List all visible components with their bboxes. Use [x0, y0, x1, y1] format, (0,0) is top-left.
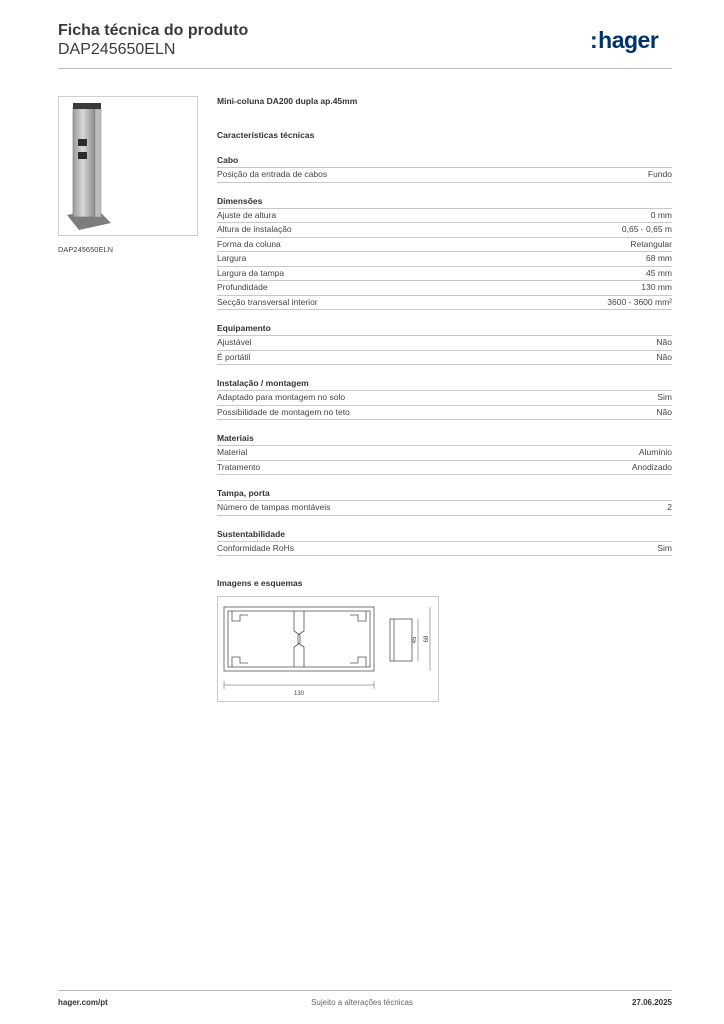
group-title: Equipamento — [217, 322, 672, 336]
document-header: Ficha técnica do produto DAP245650ELN — [58, 22, 248, 60]
spec-value: 2 — [667, 502, 672, 512]
spec-label: Possibilidade de montagem no teto — [217, 406, 350, 417]
spec-label: Ajustável — [217, 337, 252, 347]
spec-label: Conformidade RoHs — [217, 542, 295, 553]
footer-disclaimer: Sujeito a alterações técnicas — [311, 998, 413, 1007]
spec-value: 45 mm — [646, 267, 672, 278]
spec-value: 130 mm — [641, 282, 672, 292]
document-title: Ficha técnica do produto — [58, 22, 249, 39]
clip-br — [350, 656, 367, 667]
spec-row: Secção transversal interior 3600 - 3600 m… — [217, 296, 672, 310]
spec-label: Ajuste de altura — [217, 209, 277, 220]
spec-row: Número de tampas montáveis 2 — [217, 501, 672, 516]
product-name: Mini-coluna DA200 dupla ap.45mm — [217, 96, 358, 106]
spec-label: Profundidade — [217, 282, 268, 292]
product-code: DAP245650ELN — [58, 41, 176, 58]
profile-inner — [227, 610, 371, 668]
dim-label-cover: 45 — [412, 636, 418, 643]
group-materiais: Materiais Material Alumínio Tratamento Ano… — [217, 432, 672, 475]
dim-label-width: 68 — [424, 635, 430, 642]
spec-label: Adaptado para montagem no solo — [217, 392, 346, 402]
spec-label: Tratamento — [217, 461, 261, 472]
group-tampa-porta: Tampa, porta Número de tampas montáveis 2 — [217, 487, 672, 516]
spec-label: Largura — [217, 253, 247, 263]
spec-row: Ajuste de altura 0 mm — [217, 209, 672, 223]
spec-value: Não — [656, 351, 672, 362]
product-thumbnail — [58, 96, 198, 236]
spec-value: Não — [656, 406, 672, 417]
technical-drawing: 130 45 68 — [223, 606, 431, 697]
spec-row: Profundidade 130 mm — [217, 281, 672, 296]
spec-label: Posição da entrada de cabos — [217, 169, 328, 179]
spec-value: Sim — [657, 542, 672, 553]
spec-label: Material — [217, 447, 248, 457]
thumbnail-caption: DAP245650ELN — [58, 245, 114, 254]
spec-label: Altura de instalação — [217, 224, 292, 234]
spec-content: Mini-coluna DA200 dupla ap.45mm Caracter… — [217, 96, 672, 702]
hager-logo: :hager — [590, 27, 659, 54]
spec-value: Não — [656, 337, 672, 347]
group-dimensoes: Dimensões Ajuste de altura 0 mm Altura de… — [217, 195, 672, 310]
spec-value: Retangular — [630, 238, 672, 249]
center-divider — [293, 611, 301, 667]
spec-value: Anodizado — [631, 461, 672, 472]
group-title: Dimensões — [217, 195, 672, 209]
spec-row: Possibilidade de montagem no teto Não — [217, 406, 672, 420]
spec-row: Ajustável Não — [217, 336, 672, 351]
dim-label-depth: 130 — [294, 691, 305, 697]
spec-row: Tratamento Anodizado — [217, 461, 672, 475]
footer-website[interactable]: hager.com/pt — [58, 998, 108, 1007]
spec-value: 0 mm — [650, 209, 672, 220]
clip-bl — [231, 656, 248, 667]
spec-label: Secção transversal interior — [217, 296, 318, 307]
spec-row: Posição da entrada de cabos Fundo — [217, 168, 672, 183]
spec-row: Largura da tampa 45 mm — [217, 267, 672, 281]
spec-value: 3600 - 3600 mm² — [607, 296, 672, 307]
spec-value: Sim — [657, 392, 672, 402]
spec-row: É portátil Não — [217, 351, 672, 365]
spec-row: Conformidade RoHs Sim — [217, 542, 672, 556]
footer-divider — [58, 990, 672, 991]
section-title-characteristics: Características técnicas — [217, 130, 315, 140]
spec-row: Adaptado para montagem no solo Sim — [217, 391, 672, 406]
clip-tr — [350, 611, 367, 622]
spec-label: Forma da coluna — [217, 238, 281, 249]
spec-label: Largura da tampa — [217, 267, 285, 278]
spec-label: Número de tampas montáveis — [217, 502, 331, 512]
group-instalacao: Instalação / montagem Adaptado para mont… — [217, 377, 672, 420]
group-title: Tampa, porta — [217, 487, 672, 501]
column-product-image — [67, 103, 111, 230]
spec-row: Largura 68 mm — [217, 252, 672, 267]
cover-profile — [389, 618, 413, 662]
spec-row: Altura de instalação 0,65 - 0,65 m — [217, 223, 672, 238]
spec-value: 68 mm — [646, 253, 672, 263]
profile-outline — [223, 606, 375, 672]
group-title: Materiais — [217, 432, 672, 446]
clip-tl — [231, 611, 248, 622]
spec-value: 0,65 - 0,65 m — [621, 224, 672, 234]
header-divider — [58, 68, 672, 69]
logo-colon-icon: : — [590, 27, 598, 53]
logo-text: hager — [598, 27, 659, 53]
group-title: Cabo — [217, 154, 672, 168]
spec-value: Alumínio — [638, 447, 672, 457]
spec-value: Fundo — [647, 169, 672, 179]
spec-row: Forma da coluna Retangular — [217, 238, 672, 252]
spec-row: Material Alumínio — [217, 446, 672, 461]
footer-date: 27.06.2025 — [631, 998, 672, 1007]
group-title: Instalação / montagem — [217, 377, 672, 391]
group-title: Sustentabilidade — [217, 528, 672, 542]
group-cabo: Cabo Posição da entrada de cabos Fundo — [217, 154, 672, 183]
cross-section-drawing: 130 45 68 — [217, 596, 439, 702]
center-divider-2 — [297, 611, 305, 667]
spec-label: É portátil — [217, 351, 251, 362]
images-title: Imagens e esquemas — [217, 578, 303, 588]
group-sustentabilidade: Sustentabilidade Conformidade RoHs Sim — [217, 528, 672, 556]
